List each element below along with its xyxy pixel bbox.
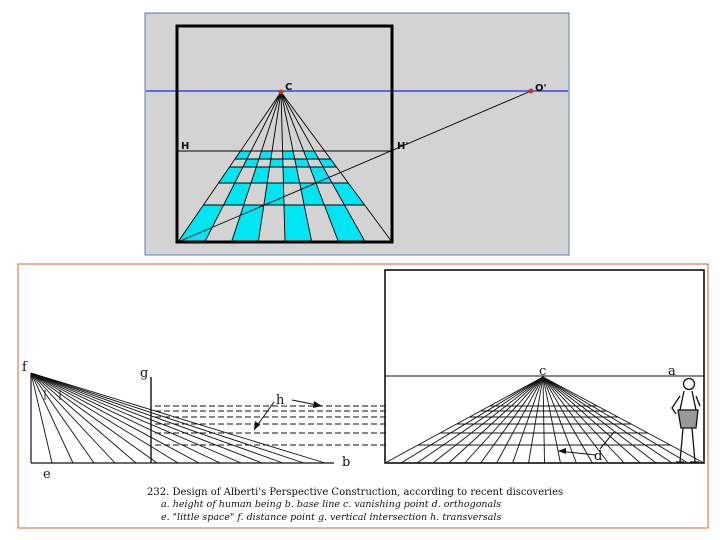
distance-ray [30,372,200,464]
label-h-trans: h [276,393,285,408]
floor-tile [283,167,300,183]
orthogonals-fan [384,376,705,464]
orthogonal-ray [542,376,577,464]
distance-ray [30,372,284,464]
floor-tile [299,183,325,205]
orthogonal-ray [542,376,689,464]
distance-ray [30,372,179,464]
orthogonal-ray [542,376,657,464]
orthogonal-ray [528,376,544,464]
label-h-prime: H' [397,141,408,152]
distance-ray [30,372,137,464]
orthogonal-ray [496,376,544,464]
diagonal-to-distance-point [177,90,532,243]
orthogonal-ray [542,376,593,464]
orthogonal-ray [384,376,544,464]
label-a: a [668,364,676,379]
floor-tile [263,183,285,205]
orthogonal-ray [542,376,625,464]
distance-ray [30,372,53,464]
arrow-h-right-head [313,401,322,408]
label-d: d [594,449,602,464]
label-e: e [43,467,51,482]
distance-ray [30,372,263,464]
vanishing-point-marker [278,89,284,95]
floor-tile [309,167,333,183]
label-o-prime: O' [535,83,547,94]
orthogonal-ray [400,376,544,464]
orthogonal-ray [542,376,561,464]
distance-ray [30,372,116,464]
transversal-dashes [155,405,386,446]
distance-ray [30,372,305,464]
label-c-vp: c [539,364,546,379]
orthogonal-ray [416,376,544,464]
orthogonal-ray [542,376,705,464]
label-f: f [22,360,28,375]
floor-tile [223,183,251,205]
figure-border [17,263,709,529]
orthogonal-ray [432,376,544,464]
distance-ray [30,372,95,464]
distance-ray [30,372,221,464]
arrow-h-left-head [254,421,260,430]
orthogonal-ray [542,376,641,464]
floor-tile [231,205,264,242]
floor-tile [218,167,243,183]
checkerboard-floor [178,151,366,242]
distance-point-fan [30,372,326,464]
distance-ray [30,372,242,464]
orthogonal-ray [448,376,544,464]
caption-line-3: e. "little space" f. distance point g. v… [161,512,501,523]
floor-tile [250,167,270,183]
floor-tile [294,159,310,167]
label-c: C [285,82,292,93]
human-figure-illustration [671,377,701,463]
arrow-d-head [558,448,566,454]
label-b: b [342,455,350,470]
caption-line-1: 232. Design of Alberti's Perspective Con… [147,487,563,498]
distance-point-marker [528,88,534,94]
floor-tile [324,205,366,242]
label-h: H [181,141,189,152]
distance-ray [30,372,158,464]
picture-frame [175,24,394,244]
floor-tile [282,151,295,159]
distance-ray [30,372,326,464]
label-g: g [140,366,148,381]
orthogonal-ray [542,376,673,464]
caption-line-2: a. height of human being b. base line c.… [161,499,501,510]
orthogonal-ray [512,376,544,464]
right-transversals [418,405,671,446]
distance-ray [30,372,74,464]
floor-tile [284,205,312,242]
floor-tile [178,205,224,242]
floor-tile [258,151,273,159]
floor-tile [234,151,252,159]
orthogonal-ray [542,376,545,464]
floor-tile [242,159,259,167]
orthogonal-ray [480,376,544,464]
orthogonal-ray [464,376,544,464]
floor-tile [269,159,283,167]
floor-tile [332,183,365,205]
arrow-d-2 [599,431,615,450]
orthogonal-ray [542,376,609,464]
